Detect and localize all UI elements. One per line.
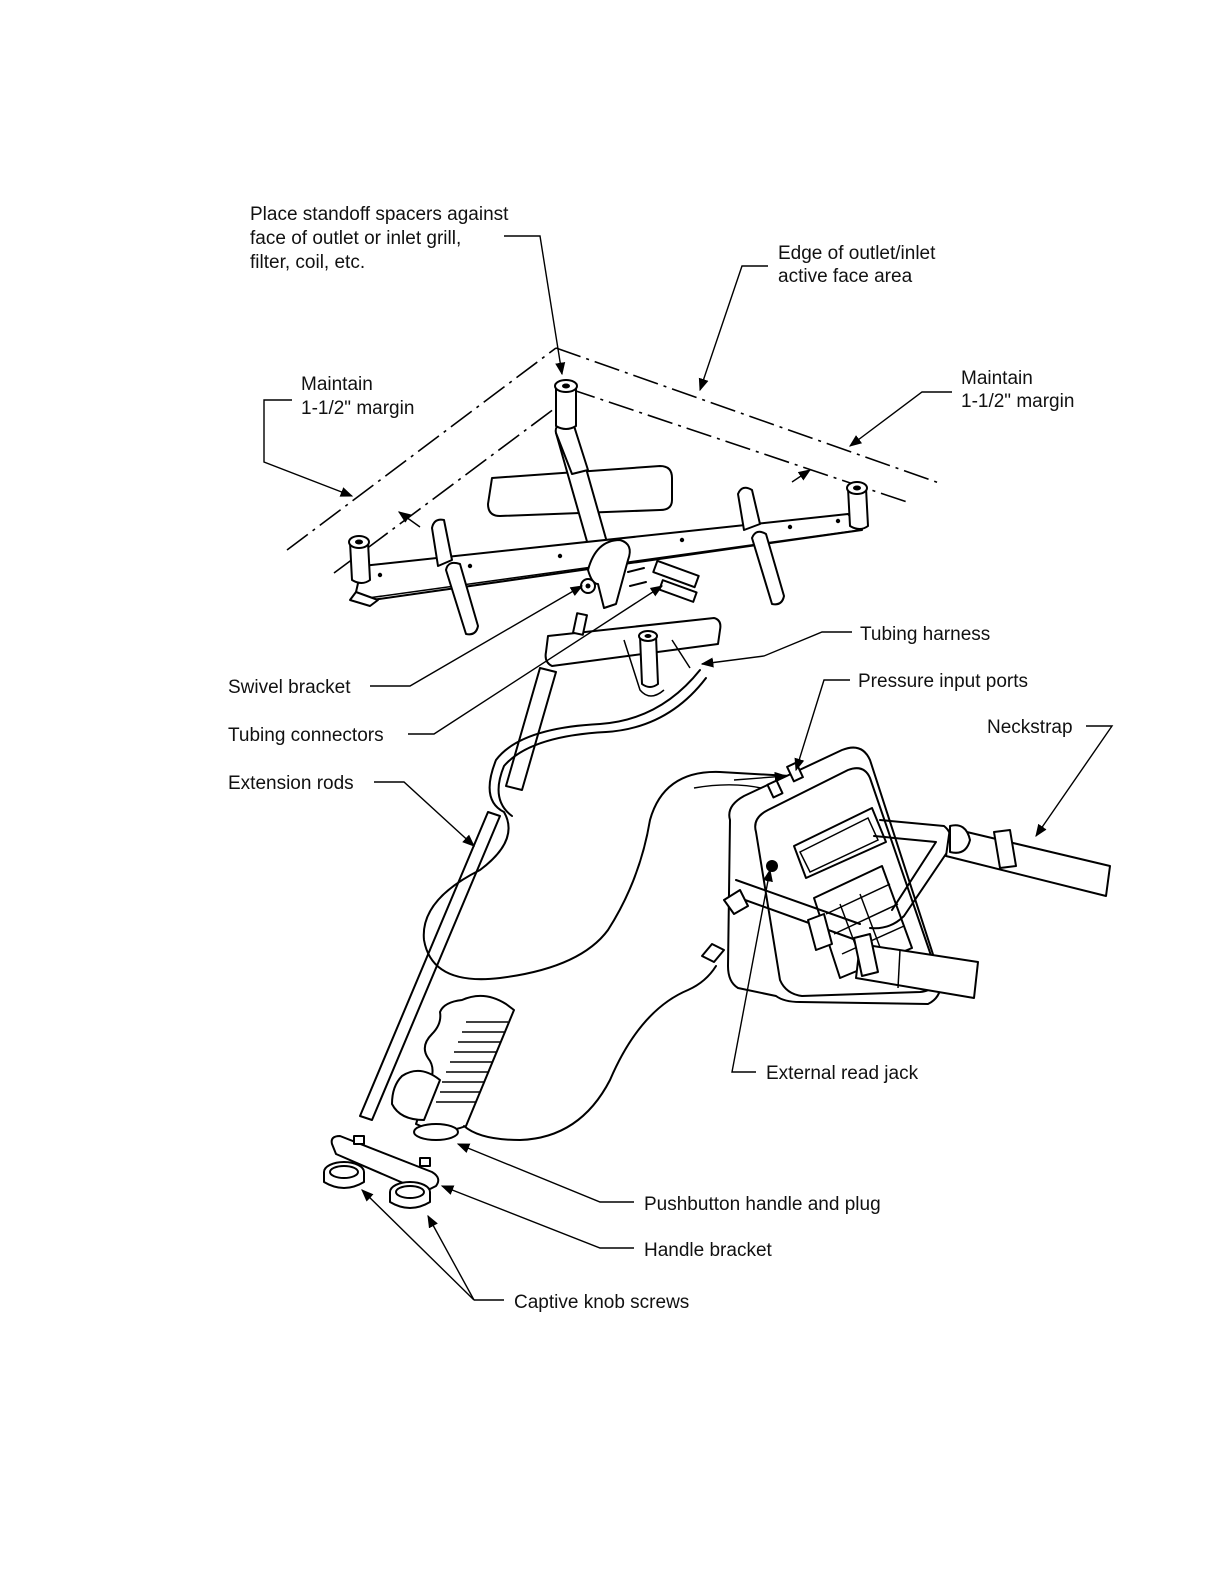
label-standoff-line3: filter, coil, etc. [250, 252, 365, 273]
label-edge-line1: Edge of outlet/inlet [778, 243, 936, 264]
swivel-bracket [580, 539, 631, 609]
leader-swivel-bracket [370, 585, 584, 687]
label-neckstrap-group: Neckstrap [987, 717, 1114, 838]
pushbutton-handle [391, 943, 725, 1141]
label-pushbutton-group: Pushbutton handle and plug [456, 1143, 881, 1215]
handle-hood [391, 1069, 441, 1121]
standoff-spacer-right [846, 481, 869, 530]
label-pushbutton: Pushbutton handle and plug [644, 1194, 881, 1215]
label-tubing-connectors-group: Tubing connectors [228, 585, 664, 746]
leader-tubing-connectors [408, 585, 664, 735]
label-swivel-bracket: Swivel bracket [228, 677, 351, 698]
label-pressure-ports: Pressure input ports [858, 671, 1028, 692]
paddle-right-lower [751, 530, 785, 606]
label-margin-left-line2: 1-1/2" margin [301, 398, 414, 419]
label-standoff-line2: face of outlet or inlet grill, [250, 228, 461, 249]
label-edge-line2: active face area [778, 266, 913, 287]
standoff-spacer-lower [638, 630, 659, 688]
neckstrap-lower-band [855, 943, 979, 999]
paddle-left-lower [445, 561, 479, 636]
strap-ring-upper [949, 824, 971, 854]
label-standoff-group: Place standoff spacers against face of o… [250, 204, 566, 376]
display-window [793, 807, 887, 879]
leader-extension-rods [374, 781, 475, 847]
label-extension-rods: Extension rods [228, 773, 354, 794]
standoff-spacer-top [554, 379, 578, 430]
lower-cross-bar [544, 617, 722, 667]
neckstrap-upper-band [945, 827, 1111, 897]
captive-knob-right [389, 1181, 431, 1209]
label-swivel-bracket-group: Swivel bracket [228, 585, 584, 698]
handle-plug-end [413, 1123, 459, 1141]
label-standoff-line1: Place standoff spacers against [250, 204, 509, 225]
label-external-jack-group: External read jack [731, 868, 919, 1084]
extension-rods [359, 667, 557, 1121]
label-neckstrap: Neckstrap [987, 717, 1073, 738]
leader-standoff [504, 235, 566, 376]
leader-edge [698, 265, 768, 392]
leader-pressure-ports [794, 679, 850, 772]
pressure-port-nipples [766, 761, 804, 799]
main-bar-holes [377, 518, 841, 578]
probe-grid-assembly [348, 379, 869, 697]
main-bar-end-left [349, 591, 379, 607]
margin-line-left-inner [333, 396, 571, 574]
handle-grip [415, 994, 515, 1132]
label-pressure-ports-group: Pressure input ports [794, 671, 1028, 772]
leader-neckstrap [1035, 725, 1114, 838]
label-tubing-harness: Tubing harness [860, 624, 990, 645]
strap-buckle-upper [993, 829, 1017, 869]
label-margin-right-group: Maintain 1-1/2" margin [848, 368, 1074, 447]
face-area-edges [286, 347, 943, 574]
leader-tubing-harness [700, 631, 852, 668]
label-margin-left-line1: Maintain [301, 374, 373, 395]
label-captive-knobs-group: Captive knob screws [361, 1189, 689, 1313]
captive-knob-left [323, 1161, 365, 1189]
strap-buckle-lower [853, 933, 879, 977]
label-margin-left-group: Maintain 1-1/2" margin [263, 374, 414, 497]
case-handle-frame [723, 819, 953, 951]
leader-margin-left [263, 399, 354, 497]
label-margin-right-line2: 1-1/2" margin [961, 391, 1074, 412]
label-handle-bracket: Handle bracket [644, 1240, 773, 1261]
leader-external-jack [731, 868, 773, 1073]
leader-captive-knob-left [361, 1189, 475, 1301]
handle-cable [463, 965, 717, 1141]
label-tubing-harness-group: Tubing harness [700, 624, 990, 668]
tubing-connector-fittings [627, 559, 700, 603]
tubing-loop [422, 669, 791, 981]
label-handle-bracket-group: Handle bracket [440, 1185, 773, 1261]
leader-pushbutton [456, 1143, 634, 1203]
label-captive-knobs: Captive knob screws [514, 1292, 689, 1313]
label-margin-right-line1: Maintain [961, 368, 1033, 389]
extension-rod-lower [359, 811, 501, 1121]
jack-plug [701, 943, 725, 963]
standoff-spacer-left [348, 535, 371, 584]
paddle-left-upper [431, 518, 453, 567]
label-extension-rods-group: Extension rods [228, 773, 475, 847]
margin-arrow-right [791, 469, 812, 483]
label-tubing-connectors: Tubing connectors [228, 725, 384, 746]
label-external-jack: External read jack [766, 1063, 919, 1084]
margin-arrow-left [397, 511, 421, 528]
label-edge-group: Edge of outlet/inlet active face area [698, 243, 936, 392]
paddle-right-upper [737, 486, 761, 531]
neckstrap [853, 824, 1111, 999]
leader-margin-right [848, 391, 952, 447]
edge-line-left-outer [286, 347, 557, 551]
manometer-case [723, 746, 953, 1005]
handle-grip-ridges [436, 1021, 508, 1103]
external-read-jack-socket [766, 860, 778, 872]
rod-stub [572, 612, 588, 636]
leader-handle-bracket [440, 1185, 634, 1249]
handle-bracket [330, 1135, 440, 1193]
edge-line-right-outer [555, 347, 943, 485]
extension-rod-upper [505, 667, 557, 791]
handle-bracket-assembly [323, 1135, 440, 1209]
leader-captive-knob-right [427, 1214, 475, 1301]
